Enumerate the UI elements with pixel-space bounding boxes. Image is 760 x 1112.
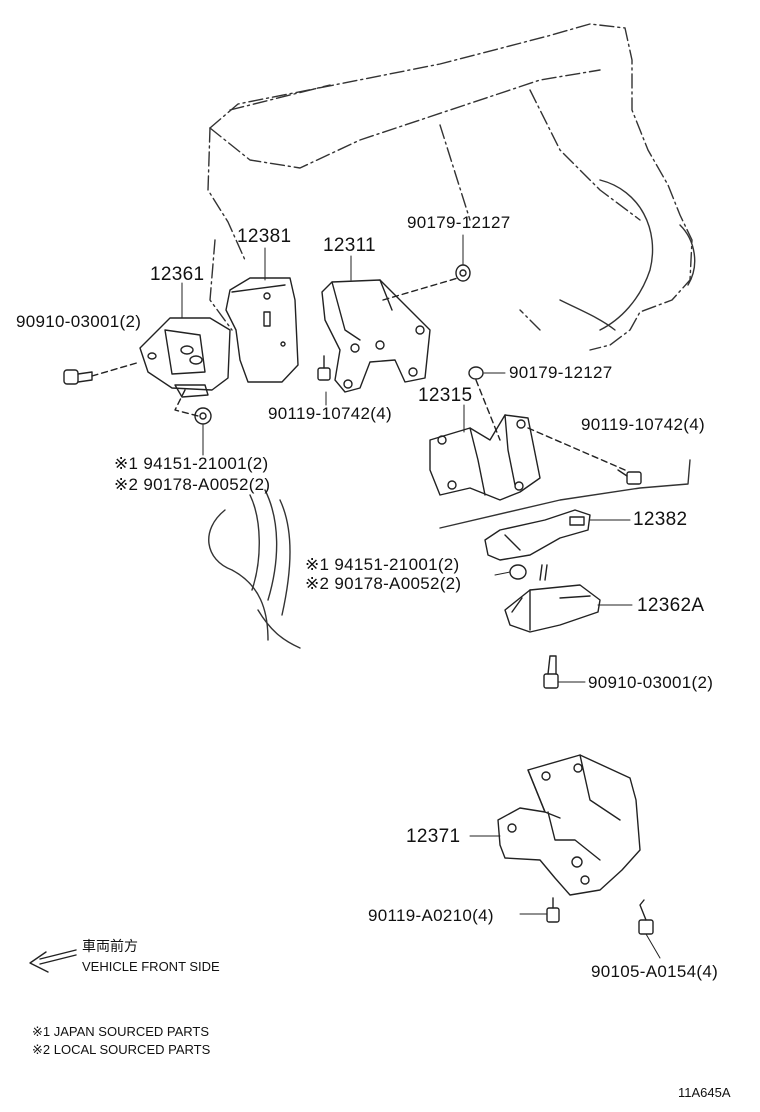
label-90910-left: 90910-03001(2) — [16, 312, 142, 331]
front-direction-jp: 車両前方 — [82, 938, 138, 954]
mount-12361 — [139, 317, 231, 398]
label-90178-left: ※2 90178-A0052(2) — [114, 475, 271, 494]
insulator-12381 — [225, 277, 299, 383]
front-arrow-icon — [29, 949, 77, 973]
nut-right — [468, 366, 484, 380]
bolt-a0210 — [546, 897, 560, 923]
nut-right-lower — [509, 564, 527, 580]
engine-detail-curves — [559, 179, 696, 331]
label-94151-right: ※1 94151-21001(2) — [305, 555, 460, 574]
label-12382: 12382 — [633, 509, 688, 530]
leader-12311-nut — [382, 277, 459, 301]
bolt-right — [617, 469, 642, 485]
leader-12361-nut — [174, 389, 199, 417]
label-94151-left: ※1 94151-21001(2) — [114, 454, 269, 473]
figure-code: 11A645A — [678, 1085, 731, 1100]
label-12362A: 12362A — [637, 595, 705, 616]
label-90119-a0210: 90119-A0210(4) — [368, 906, 494, 925]
bolt-mid — [317, 355, 331, 381]
insulator-12382 — [484, 509, 591, 561]
leader-bolt-left — [91, 361, 141, 377]
label-90119-mid: 90119-10742(4) — [268, 404, 392, 423]
member-12371 — [497, 754, 641, 896]
leader-lines — [181, 234, 661, 959]
label-12381: 12381 — [237, 226, 292, 247]
leader-12315-bolt — [527, 427, 626, 471]
label-90179-right: 90179-12127 — [509, 363, 613, 382]
label-90910-right: 90910-03001(2) — [588, 673, 714, 692]
label-90119-right: 90119-10742(4) — [581, 415, 705, 434]
label-12315: 12315 — [418, 385, 473, 406]
nut-left-lower — [194, 407, 212, 425]
front-direction-en: VEHICLE FRONT SIDE — [82, 959, 220, 974]
bracket-12311 — [321, 279, 431, 393]
crossmember-outline — [439, 459, 691, 529]
footnote-local: ※2 LOCAL SOURCED PARTS — [32, 1042, 211, 1057]
bolt-left — [63, 369, 93, 385]
label-90179-top: 90179-12127 — [407, 213, 511, 232]
transmission-outline — [208, 489, 301, 649]
nut-top — [455, 264, 471, 282]
label-12311: 12311 — [323, 235, 376, 256]
mount-12362A — [504, 564, 601, 633]
footnote-japan: ※1 JAPAN SOURCED PARTS — [32, 1024, 210, 1039]
label-12361: 12361 — [150, 264, 205, 285]
engine-outline — [207, 23, 693, 351]
label-12371: 12371 — [406, 826, 461, 847]
label-90178-right: ※2 90178-A0052(2) — [305, 574, 462, 593]
bolt-right-lower — [543, 655, 559, 689]
leader-12315-nut — [475, 379, 501, 441]
bracket-12315 — [429, 414, 541, 501]
bolt-a0154 — [638, 899, 654, 935]
label-90105-a0154: 90105-A0154(4) — [591, 962, 719, 981]
